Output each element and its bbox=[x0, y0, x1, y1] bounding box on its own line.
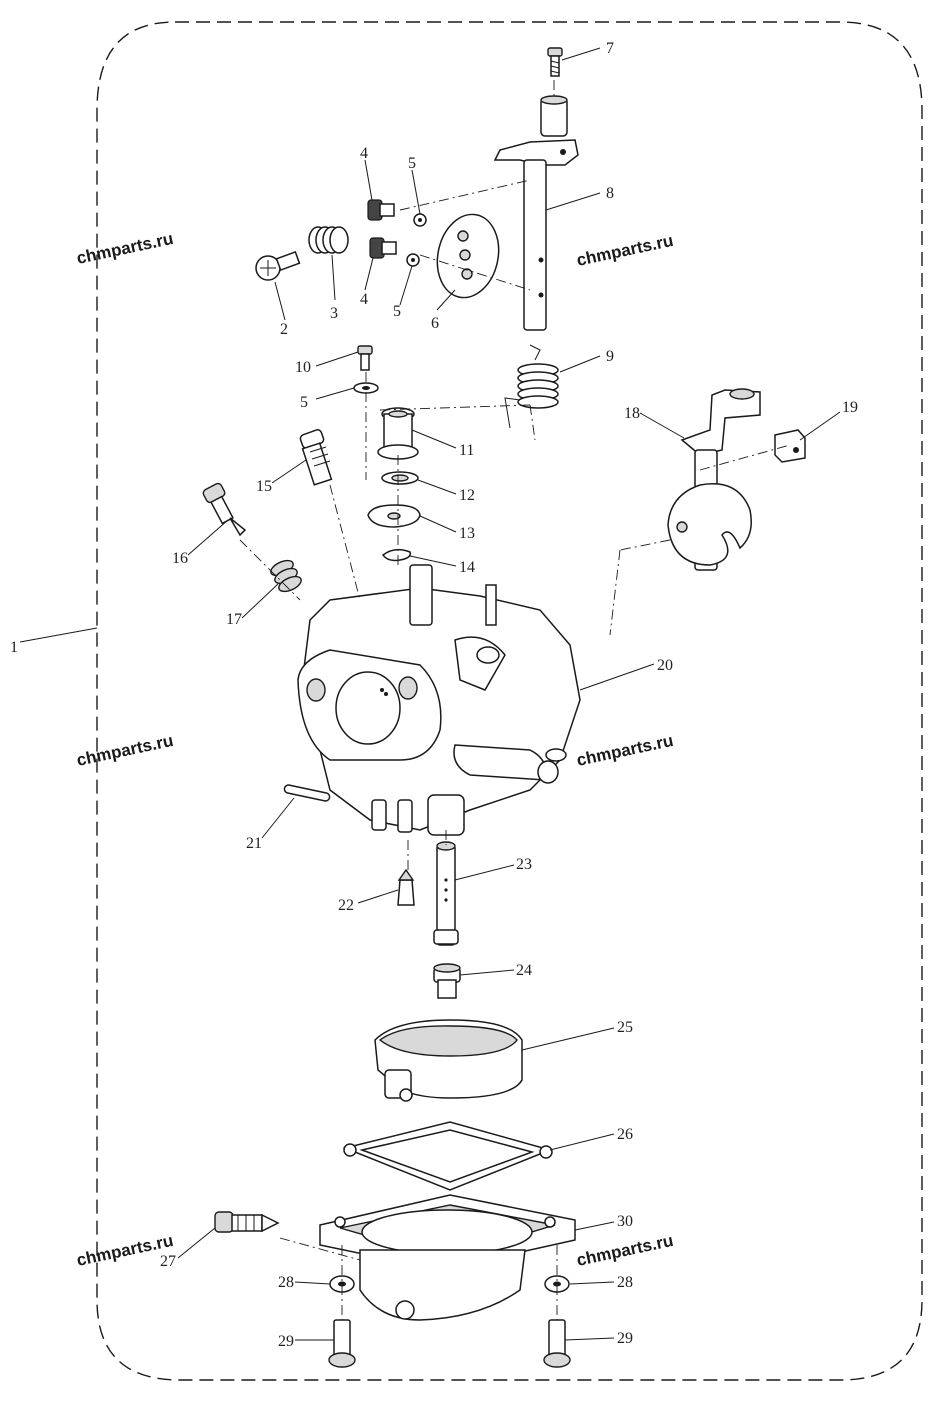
callout-4-upper: 4 bbox=[360, 145, 368, 162]
part-29-screw-right bbox=[543, 1319, 571, 1368]
part-24-main-jet bbox=[433, 963, 461, 999]
callout-30: 30 bbox=[617, 1213, 633, 1230]
callout-26: 26 bbox=[617, 1126, 633, 1143]
part-18-choke-assembly bbox=[667, 388, 761, 571]
watermark-1: chmparts.ru bbox=[75, 229, 175, 268]
callout-9: 9 bbox=[606, 348, 614, 365]
callout-2: 2 bbox=[280, 321, 288, 338]
callout-5-upper: 5 bbox=[408, 155, 416, 172]
callout-24: 24 bbox=[516, 962, 532, 979]
callout-29-left: 29 bbox=[278, 1333, 294, 1350]
callout-14: 14 bbox=[459, 559, 475, 576]
callout-29-right: 29 bbox=[617, 1330, 633, 1347]
part-2-screw bbox=[255, 250, 301, 281]
part-25-float bbox=[374, 1019, 523, 1102]
watermark-3: chmparts.ru bbox=[75, 731, 175, 770]
callout-8: 8 bbox=[606, 185, 614, 202]
part-3-spring bbox=[308, 226, 349, 254]
part-4-screw-lower bbox=[369, 237, 397, 259]
callout-6: 6 bbox=[431, 315, 439, 332]
callout-numbers: 1 2 3 4 4 5 5 6 7 8 9 10 5 11 12 13 14 1… bbox=[10, 40, 858, 1350]
callout-20: 20 bbox=[657, 657, 673, 674]
part-15-idle-screw bbox=[299, 429, 333, 486]
part-9-return-spring bbox=[504, 344, 559, 429]
callout-1: 1 bbox=[10, 639, 18, 656]
callout-18: 18 bbox=[624, 405, 640, 422]
callout-11: 11 bbox=[459, 442, 474, 459]
watermark-6: chmparts.ru bbox=[575, 1231, 675, 1270]
callout-19: 19 bbox=[842, 399, 858, 416]
callout-17: 17 bbox=[226, 611, 242, 628]
callout-15: 15 bbox=[256, 478, 272, 495]
callout-16: 16 bbox=[172, 550, 188, 567]
callout-5-lower: 5 bbox=[393, 303, 401, 320]
part-21-pin bbox=[283, 784, 331, 802]
assembly-axes bbox=[239, 80, 791, 1320]
callout-13: 13 bbox=[459, 525, 475, 542]
watermark-2: chmparts.ru bbox=[575, 231, 675, 270]
part-7-screw bbox=[547, 47, 563, 77]
callout-23: 23 bbox=[516, 856, 532, 873]
part-5-washer-lower bbox=[406, 253, 420, 267]
part-5-washer-upper bbox=[413, 213, 427, 227]
part-16-pilot-screw bbox=[202, 482, 247, 537]
callout-3: 3 bbox=[330, 305, 338, 322]
part-13-plate bbox=[367, 504, 421, 528]
part-29-screw-left bbox=[328, 1319, 356, 1368]
part-6-throttle-plate bbox=[436, 213, 500, 299]
part-26-gasket bbox=[342, 1121, 553, 1191]
callout-28-right: 28 bbox=[617, 1274, 633, 1291]
part-23-emulsion-tube bbox=[433, 841, 459, 946]
callout-10: 10 bbox=[295, 359, 311, 376]
part-30-float-bowl bbox=[319, 1194, 576, 1321]
part-10-screw bbox=[357, 345, 373, 371]
part-12-washer bbox=[381, 471, 419, 485]
part-17-spring bbox=[270, 559, 302, 593]
watermark-4: chmparts.ru bbox=[575, 731, 675, 770]
callout-28-left: 28 bbox=[278, 1274, 294, 1291]
assembly-boundary bbox=[96, 21, 923, 1381]
callout-leaders bbox=[19, 47, 841, 1341]
part-4-screw-upper bbox=[367, 199, 395, 221]
callout-22: 22 bbox=[338, 897, 354, 914]
part-8-throttle-shaft bbox=[493, 95, 579, 331]
callout-5-center: 5 bbox=[300, 394, 308, 411]
callout-21: 21 bbox=[246, 835, 262, 852]
part-22-needle-valve bbox=[397, 868, 415, 906]
callout-4-lower: 4 bbox=[360, 291, 368, 308]
part-14-clip bbox=[381, 548, 412, 562]
callout-7: 7 bbox=[606, 40, 614, 57]
part-20-carburetor-body bbox=[297, 564, 581, 836]
part-27-drain-screw bbox=[214, 1211, 280, 1233]
part-19-block bbox=[774, 429, 806, 463]
callout-27: 27 bbox=[160, 1253, 176, 1270]
part-11-bushing bbox=[377, 407, 419, 460]
callout-25: 25 bbox=[617, 1019, 633, 1036]
callout-12: 12 bbox=[459, 487, 475, 504]
